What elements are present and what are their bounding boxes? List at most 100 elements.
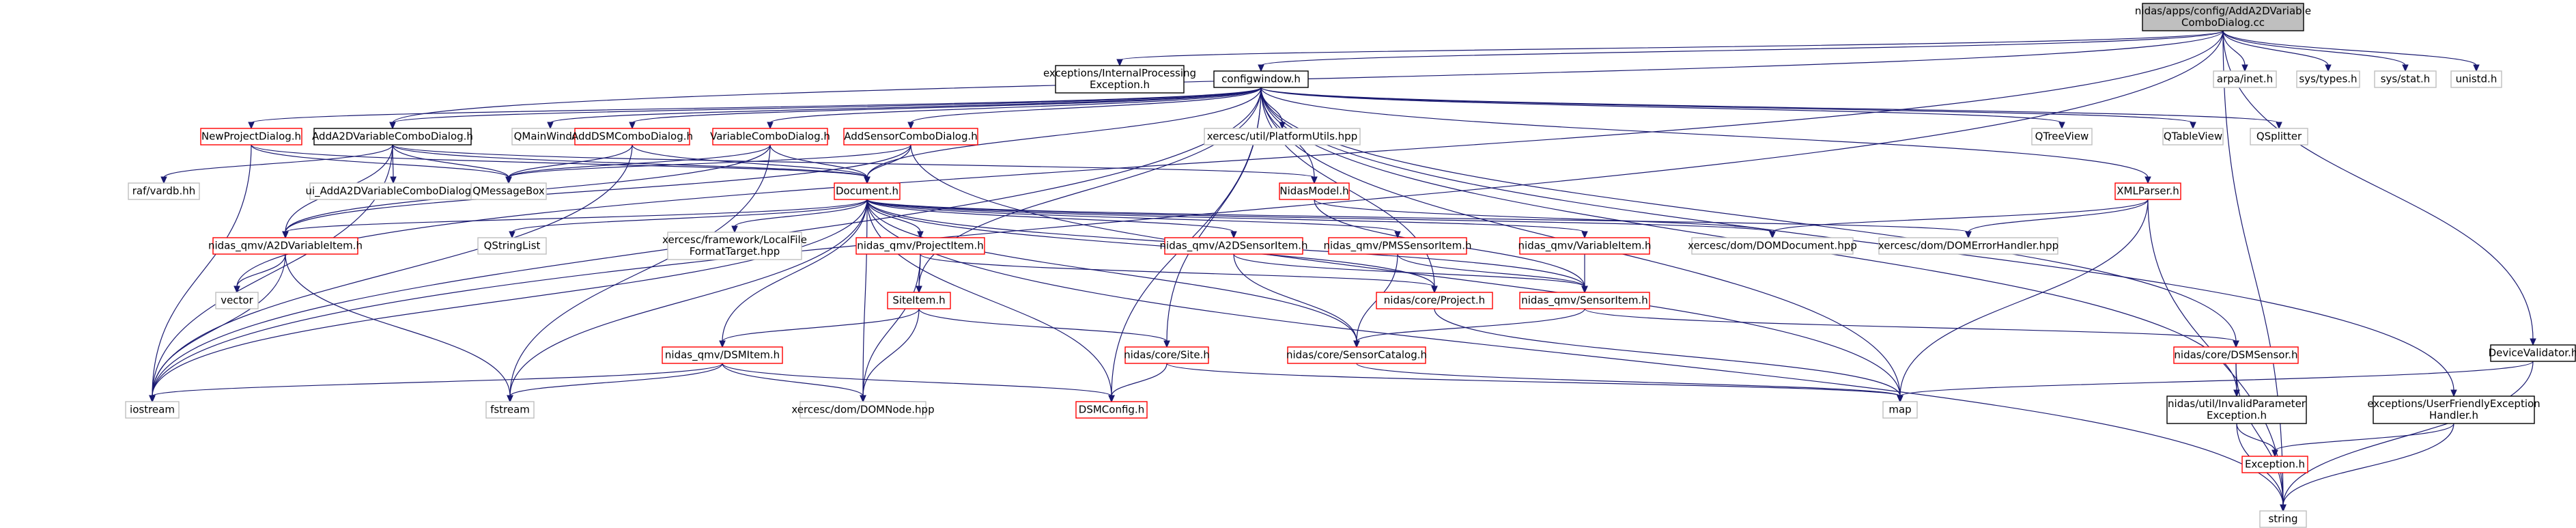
node-dsmsensor[interactable]: nidas/core/DSMSensor.h <box>2173 346 2299 364</box>
edge-line <box>251 144 868 178</box>
node-label: exceptions/InternalProcessing <box>1043 67 1196 79</box>
edge-line <box>1233 253 1357 342</box>
node-root[interactable]: nidas/apps/config/AddA2DVariableComboDia… <box>2135 3 2311 31</box>
node-qtableview: QTableView <box>2162 128 2224 145</box>
node-label: raf/vardb.hh <box>132 185 196 197</box>
node-label: QStringList <box>484 240 541 252</box>
edge-line <box>1166 363 1901 397</box>
node-label: arpa/inet.h <box>2217 73 2273 85</box>
node-box <box>125 401 180 419</box>
node-project[interactable]: nidas/core/Project.h <box>1376 292 1493 309</box>
edge-line <box>392 144 868 178</box>
node-varcombo[interactable]: VariableComboDialog.h <box>710 128 830 145</box>
edge-line <box>2282 361 2534 506</box>
node-devicevalidator[interactable]: DeviceValidator.h <box>2489 344 2576 362</box>
edge-configwindow-to-qsplitter <box>1260 87 2282 130</box>
edge-line <box>769 87 1262 124</box>
node-document[interactable]: Document.h <box>834 182 901 200</box>
node-arpa: arpa/inet.h <box>2213 70 2277 88</box>
node-label: ComboDialog.cc <box>2181 16 2265 29</box>
node-fstream: fstream <box>485 401 535 419</box>
edge-line <box>285 199 868 233</box>
node-box <box>2490 344 2576 362</box>
node-configwindow[interactable]: configwindow.h <box>1213 70 1309 88</box>
edge-line <box>509 199 868 397</box>
edge-line <box>285 253 511 397</box>
node-adddsm[interactable]: AddDSMComboDialog.h <box>571 128 693 145</box>
arrowhead-icon <box>2241 64 2248 72</box>
node-pmssensoritem[interactable]: nidas_qmv/PMSSensorItem.h <box>1323 237 1472 255</box>
node-userfriendly[interactable]: exceptions/UserFriendlyExceptionHandler.… <box>2367 395 2540 424</box>
node-box <box>855 237 985 255</box>
node-label: AddA2DVariableComboDialog.h <box>312 130 473 143</box>
edge-line <box>920 253 1435 288</box>
edge-line <box>509 363 723 397</box>
edge-line <box>734 199 868 227</box>
node-dsmconfig[interactable]: DSMConfig.h <box>1075 401 1148 419</box>
node-addsensor[interactable]: AddSensorComboDialog.h <box>843 128 978 145</box>
edge-line <box>866 199 1112 397</box>
edge-line <box>2222 30 2246 66</box>
node-sensorcatalog[interactable]: nidas/core/SensorCatalog.h <box>1286 346 1427 364</box>
node-newproject[interactable]: NewProjectDialog.h <box>200 128 302 145</box>
edge-line <box>918 87 1262 288</box>
node-box <box>1691 237 1854 255</box>
arrowhead-icon <box>917 231 924 239</box>
node-xmlparser[interactable]: XMLParser.h <box>2114 182 2181 200</box>
edge-line <box>866 144 911 178</box>
node-a2dvaritem[interactable]: nidas_qmv/A2DVariableItem.h <box>208 237 363 255</box>
edge-document-to-fstream <box>507 199 868 403</box>
arrowhead-icon <box>1394 231 1401 239</box>
node-box <box>1124 346 1209 364</box>
edge-document-to-localfile <box>731 199 868 234</box>
node-projectitem[interactable]: nidas_qmv/ProjectItem.h <box>855 237 985 255</box>
node-site[interactable]: nidas/core/Site.h <box>1124 346 1210 364</box>
arrowhead-icon <box>2145 176 2151 184</box>
edge-line <box>1899 361 2534 397</box>
edge-configwindow-to-userfriendly <box>1260 87 2457 398</box>
edge-line <box>392 144 1315 178</box>
edge-dsmitem-to-fstream <box>507 363 723 403</box>
node-label: Handler.h <box>2429 409 2478 421</box>
node-box <box>843 128 978 145</box>
edge-line <box>1119 30 2224 61</box>
edge-document-to-a2dvaritem <box>282 199 868 239</box>
node-label: FormatTarget.hpp <box>690 245 780 258</box>
edge-line <box>285 144 911 233</box>
arrowhead-icon <box>719 340 726 348</box>
node-label: nidas_qmv/VariableItem.h <box>1518 240 1652 253</box>
node-domnode: xercesc/dom/DOMNode.hpp <box>791 401 935 419</box>
node-a2dsensoritem[interactable]: nidas_qmv/A2DSensorItem.h <box>1160 237 1308 255</box>
node-sensoritem[interactable]: nidas_qmv/SensorItem.h <box>1519 292 1650 309</box>
node-exception[interactable]: Exception.h <box>2241 456 2308 473</box>
node-box <box>2114 182 2181 200</box>
node-variableitem[interactable]: nidas_qmv/VariableItem.h <box>1518 237 1652 255</box>
node-adda2dcombo[interactable]: AddA2DVariableComboDialog.h <box>312 128 473 145</box>
node-label: xercesc/dom/DOMDocument.hpp <box>1688 240 1857 252</box>
node-label: DSMConfig.h <box>1079 404 1144 416</box>
arrowhead-icon <box>2530 338 2536 346</box>
node-nidasmodel[interactable]: NidasModel.h <box>1279 182 1350 200</box>
node-label: xercesc/dom/DOMErrorHandler.hpp <box>1878 240 2058 252</box>
edge-line <box>2236 423 2276 451</box>
node-dsmitem[interactable]: nidas_qmv/DSMItem.h <box>662 346 783 364</box>
arrowhead-icon <box>160 176 167 184</box>
edge-sensorcatalog-to-map <box>1356 363 1903 403</box>
edge-root-to-sysstat <box>2222 30 2409 72</box>
node-box <box>1328 237 1467 255</box>
node-siteitem[interactable]: SiteItem.h <box>887 292 951 309</box>
edge-siteitem-to-site <box>918 308 1170 348</box>
node-box <box>477 237 547 255</box>
node-box <box>662 346 783 364</box>
node-label: QMainWindow <box>514 130 587 143</box>
node-box <box>1164 237 1303 255</box>
edge-line <box>1772 199 2149 233</box>
arrowhead-icon <box>731 225 738 234</box>
edge-sensoritem-to-dsmsensor <box>1584 308 2239 348</box>
arrowhead-icon <box>860 395 866 403</box>
node-map: map <box>1882 401 1918 419</box>
node-label: nidas/core/DSMSensor.h <box>2174 349 2297 361</box>
